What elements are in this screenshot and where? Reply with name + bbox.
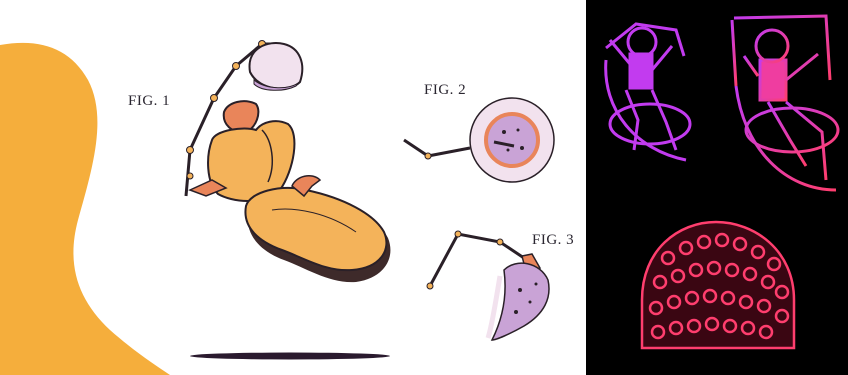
neon-illustration-panel: [586, 0, 848, 375]
neon-figures-illustration: [586, 0, 848, 375]
fig-3-cup-illustration: [0, 0, 586, 375]
neon-dome-crowd: [642, 222, 794, 348]
illustration-panel: FIG. 1 FIG. 2 FIG. 3: [0, 0, 586, 375]
neon-seated-figure-left: [606, 24, 690, 160]
neon-seated-figure-right: [732, 16, 838, 190]
